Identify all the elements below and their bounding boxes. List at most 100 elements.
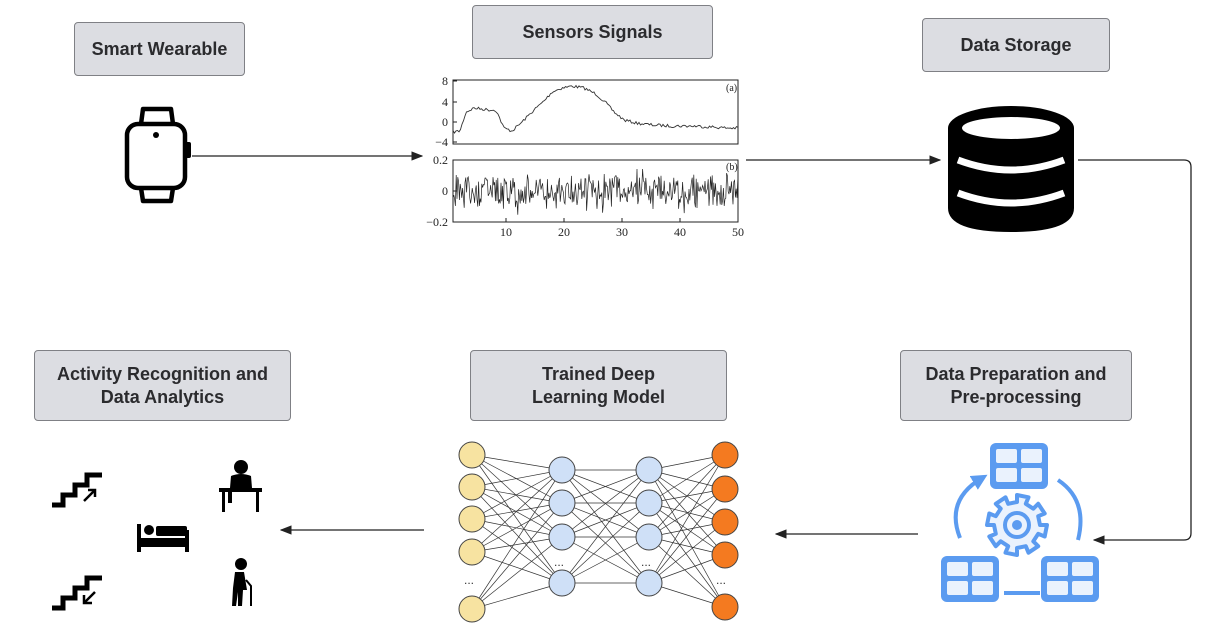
person-at-desk-icon (219, 460, 262, 512)
nn-node-output (711, 475, 739, 503)
y-tick-top-1: 4 (442, 95, 448, 109)
nn-ellipsis-input: ... (464, 573, 474, 587)
nn-edge (561, 502, 650, 584)
sensors-signals-box: Sensors Signals (472, 5, 713, 59)
nn-edge (561, 469, 650, 538)
nn-node-output (711, 593, 739, 621)
nn-edge (648, 488, 726, 538)
nn-node-hidden-1 (548, 523, 576, 551)
nn-node-input (458, 595, 486, 623)
gear-icon (985, 493, 1049, 557)
activity-recognition-label: Activity Recognition and Data Analytics (56, 363, 269, 407)
nn-edge (471, 469, 563, 488)
data-processing-cycle-icon (941, 443, 1099, 602)
signal-trace-bottom (453, 168, 738, 215)
elderly-walking-cane-icon (232, 558, 252, 606)
server-block-icon (1041, 556, 1099, 602)
nn-edge (648, 488, 726, 584)
nn-node-hidden-2 (635, 569, 663, 597)
nn-edge (648, 536, 726, 608)
nn-edge (471, 502, 563, 610)
nn-edge (471, 454, 563, 584)
x-tick-0: 10 (500, 225, 512, 239)
nn-ellipsis-output: ... (716, 573, 726, 587)
nn-edge (471, 469, 563, 610)
nn-edge (648, 502, 726, 556)
stairs-up-icon (52, 472, 102, 508)
nn-edge (471, 454, 563, 504)
sensor-signals-plot: (a) (b) 8 4 0 −4 0.2 0 −0.2 10 20 30 40 … (426, 74, 744, 239)
nn-node-hidden-1 (548, 489, 576, 517)
database-icon (948, 106, 1074, 232)
stairs-down-icon (52, 575, 102, 611)
nn-ellipsis-hidden-2: ... (641, 555, 651, 569)
data-preparation-label: Data Preparation and Pre-processing (925, 363, 1107, 407)
nn-edge (471, 469, 563, 520)
cycle-arrow-right (1056, 478, 1083, 541)
nn-edge (648, 502, 726, 608)
signal-trace-top (453, 84, 738, 134)
server-block-icon (941, 556, 999, 602)
nn-node-hidden-2 (635, 523, 663, 551)
y-tick-bottom-1: 0 (442, 184, 448, 198)
nn-node-output (711, 508, 739, 536)
nn-edge (648, 454, 726, 504)
smart-wearable-label: Smart Wearable (91, 38, 228, 59)
nn-node-input (458, 441, 486, 469)
y-tick-bottom-0: 0.2 (433, 153, 448, 167)
nn-node-hidden-2 (635, 489, 663, 517)
nn-edge (471, 486, 563, 504)
nn-edge (471, 518, 563, 584)
nn-edge (471, 536, 563, 553)
neural-network: ... ... ... ... (458, 441, 739, 623)
server-block-icon (990, 443, 1048, 489)
nn-edge (471, 502, 563, 553)
nn-edge (471, 486, 563, 538)
y-tick-top-2: 0 (442, 115, 448, 129)
cycle-arrow-left (953, 474, 988, 539)
trained-model-box: Trained Deep Learning Model (470, 350, 727, 421)
x-tick-2: 30 (616, 225, 628, 239)
nn-edge (471, 582, 563, 610)
nn-edge (471, 518, 563, 538)
y-tick-top-0: 8 (442, 74, 448, 88)
nn-edge (648, 469, 726, 608)
bed-icon (137, 524, 189, 552)
nn-edge (648, 454, 726, 538)
arrow-storage-to-preparation (1078, 159, 1192, 545)
nn-edge (561, 469, 650, 584)
nn-edge (561, 469, 650, 504)
nn-edge (471, 486, 563, 584)
nn-edge (561, 536, 650, 584)
trained-model-label: Trained Deep Learning Model (531, 363, 665, 407)
nn-edge (471, 469, 563, 553)
data-storage-box: Data Storage (922, 18, 1110, 72)
y-tick-bottom-2: −0.2 (426, 215, 448, 229)
nn-node-hidden-1 (548, 456, 576, 484)
x-tick-3: 40 (674, 225, 686, 239)
nn-node-input (458, 538, 486, 566)
nn-edge (471, 454, 563, 538)
nn-ellipsis-hidden-1: ... (554, 555, 564, 569)
x-tick-1: 20 (558, 225, 570, 239)
smart-wearable-box: Smart Wearable (74, 22, 245, 76)
nn-edge (471, 551, 563, 584)
nn-node-hidden-2 (635, 456, 663, 484)
nn-node-input (458, 505, 486, 533)
nn-edge (561, 502, 650, 538)
nn-edge (648, 521, 726, 584)
smartwatch-icon (124, 106, 191, 204)
nn-edge (648, 454, 726, 584)
activity-recognition-box: Activity Recognition and Data Analytics (34, 350, 291, 421)
nn-node-output (711, 441, 739, 469)
nn-edge (471, 536, 563, 610)
signal-plot-top-label: (a) (726, 83, 737, 94)
x-tick-4: 50 (732, 225, 744, 239)
nn-node-output (711, 541, 739, 569)
nn-node-input (458, 473, 486, 501)
y-tick-top-3: −4 (435, 135, 448, 149)
signal-plot-top-frame (452, 79, 739, 145)
signal-plot-bottom-label: (b) (726, 162, 738, 173)
nn-edge (471, 454, 563, 471)
